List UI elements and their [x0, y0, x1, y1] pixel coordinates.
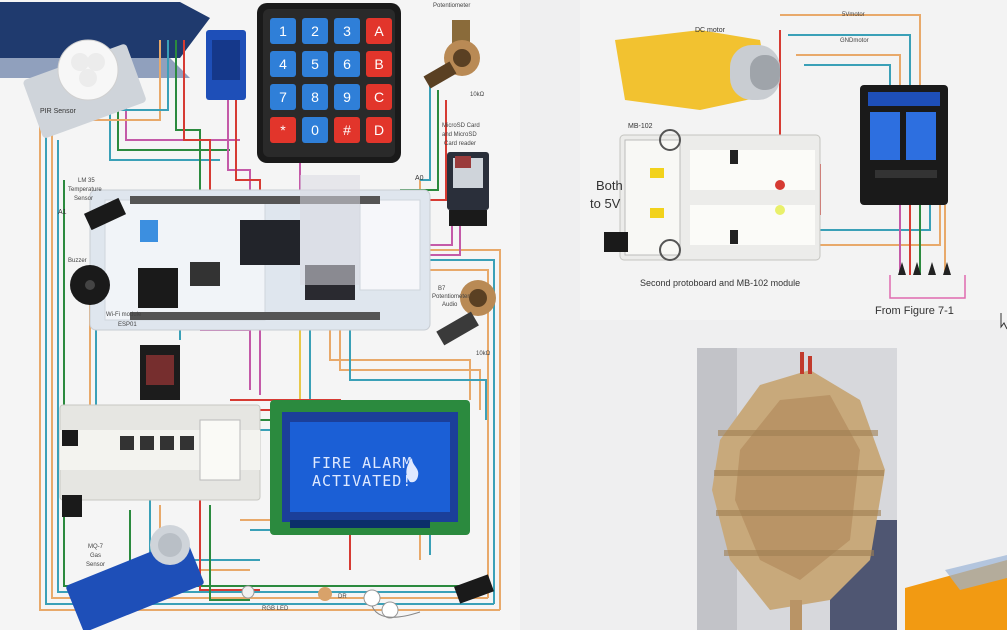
both-line2: to 5V — [590, 196, 621, 211]
keypad-key-D — [366, 117, 392, 143]
keypad-key-1 — [270, 18, 296, 44]
keypad-key-0 — [302, 117, 328, 143]
gas-line2: Gas — [90, 553, 101, 559]
net-gnd: GNDmotor — [840, 38, 869, 44]
keypad-key-B — [366, 51, 392, 77]
gas-sensor-icon — [66, 525, 204, 630]
keypad-key-label: 6 — [343, 56, 351, 72]
header-band — [0, 2, 210, 58]
potentiometer-icon — [423, 20, 480, 89]
both-line1: Both — [596, 178, 623, 193]
keypad-key-label: 9 — [343, 89, 351, 105]
pot-audio-line2: Potentiometer — [432, 294, 469, 300]
ldr-label: DR — [338, 594, 347, 600]
dc-motor-label: DC motor — [695, 27, 726, 34]
rgb-led-icon — [241, 585, 255, 599]
dc-motor-icon — [615, 30, 780, 110]
microsd-line3: Card reader — [444, 141, 476, 147]
keypad-key-label: B — [374, 56, 383, 72]
mb102-label: MB-102 — [628, 123, 653, 130]
microsd-icon — [447, 152, 489, 226]
pir-label: PIR Sensor — [40, 108, 76, 115]
wifi-line1: Wi-Fi module — [106, 312, 142, 318]
mouse-cursor — [1000, 313, 1007, 330]
protoboard-second — [604, 129, 821, 261]
fire-icon — [406, 458, 419, 483]
earphones-icon — [363, 589, 421, 619]
mcu-chip — [240, 220, 300, 265]
pin-a1: A1 — [58, 209, 67, 216]
keypad-key-label: 2 — [311, 23, 319, 39]
wifi-module — [138, 268, 178, 308]
buzzer-label: Buzzer — [68, 258, 87, 264]
net-5v: 5Vmotor — [842, 12, 865, 18]
pir-sensor-icon — [23, 39, 146, 138]
keypad-key-star — [270, 117, 296, 143]
lm35-sensor-icon — [83, 197, 127, 231]
pot-audio-value: 10kΩ — [476, 351, 491, 357]
audio-jack-icon — [454, 574, 494, 604]
lcd-line1: FIRE ALARM — [312, 454, 412, 472]
keypad-key-3 — [334, 18, 360, 44]
pot-top-label: Potentiometer — [433, 3, 470, 9]
keypad-key-label: 5 — [311, 56, 319, 72]
keypad-key-2 — [302, 18, 328, 44]
ldr-icon — [318, 587, 332, 601]
keypad-key-label: A — [374, 23, 384, 39]
keypad-key-5 — [302, 51, 328, 77]
keypad-key-label: # — [343, 122, 351, 138]
keypad-key-label: C — [374, 89, 384, 105]
lcd-icon — [270, 400, 470, 535]
lm35-line3: Sensor — [74, 196, 93, 202]
keypad-key-8 — [302, 84, 328, 110]
microsd-line2: and MicroSD — [442, 132, 477, 138]
signal-arrows — [889, 262, 966, 299]
keypad-key-label: D — [374, 122, 384, 138]
potentiometer-audio-icon — [436, 280, 496, 346]
keypad-key-label: 4 — [279, 56, 287, 72]
gas-line3: Sensor — [86, 562, 105, 568]
pot-audio-line3: Audio — [442, 302, 458, 308]
keypad-key-label: 0 — [311, 122, 319, 138]
rgb-led-label: RGB LED — [262, 606, 289, 612]
pot-top-value: 10kΩ — [470, 92, 485, 98]
keypad-keys: 1 2 3 A 4 5 6 B 7 8 9 C * 0 # D — [270, 18, 392, 143]
lcd-line2: ACTIVATED! — [312, 472, 412, 490]
keypad-key-hash — [334, 117, 360, 143]
caption: Second protoboard and MB-102 module — [640, 278, 800, 288]
keypad-key-7 — [270, 84, 296, 110]
from-figure-label: From Figure 7-1 — [875, 305, 954, 317]
keypad-key-4 — [270, 51, 296, 77]
breadboard-lower — [59, 404, 261, 517]
microsd-line1: MicroSD Card — [442, 123, 480, 129]
keypad-key-label: 3 — [343, 23, 351, 39]
keypad-key-label: * — [280, 122, 286, 138]
gas-line1: MQ-7 — [88, 544, 104, 550]
keypad-key-label: 1 — [279, 23, 287, 39]
lm35-line1: LM 35 — [78, 178, 95, 184]
wifi-line2: ESP01 — [118, 322, 137, 328]
jenga-tower-photo — [697, 348, 897, 630]
keypad-key-label: 8 — [311, 89, 319, 105]
keypad-key-C — [366, 84, 392, 110]
pin-a0: A0 — [415, 175, 424, 182]
keypad-key-A — [366, 18, 392, 44]
lm35-line2: Temperature — [68, 187, 102, 193]
keypad-key-label: 7 — [279, 89, 287, 105]
keypad-key-9 — [334, 84, 360, 110]
relay-module-icon — [860, 85, 948, 205]
buzzer-icon — [70, 265, 110, 305]
pot-audio-line1: B7 — [438, 286, 446, 292]
keypad-key-6 — [334, 51, 360, 77]
